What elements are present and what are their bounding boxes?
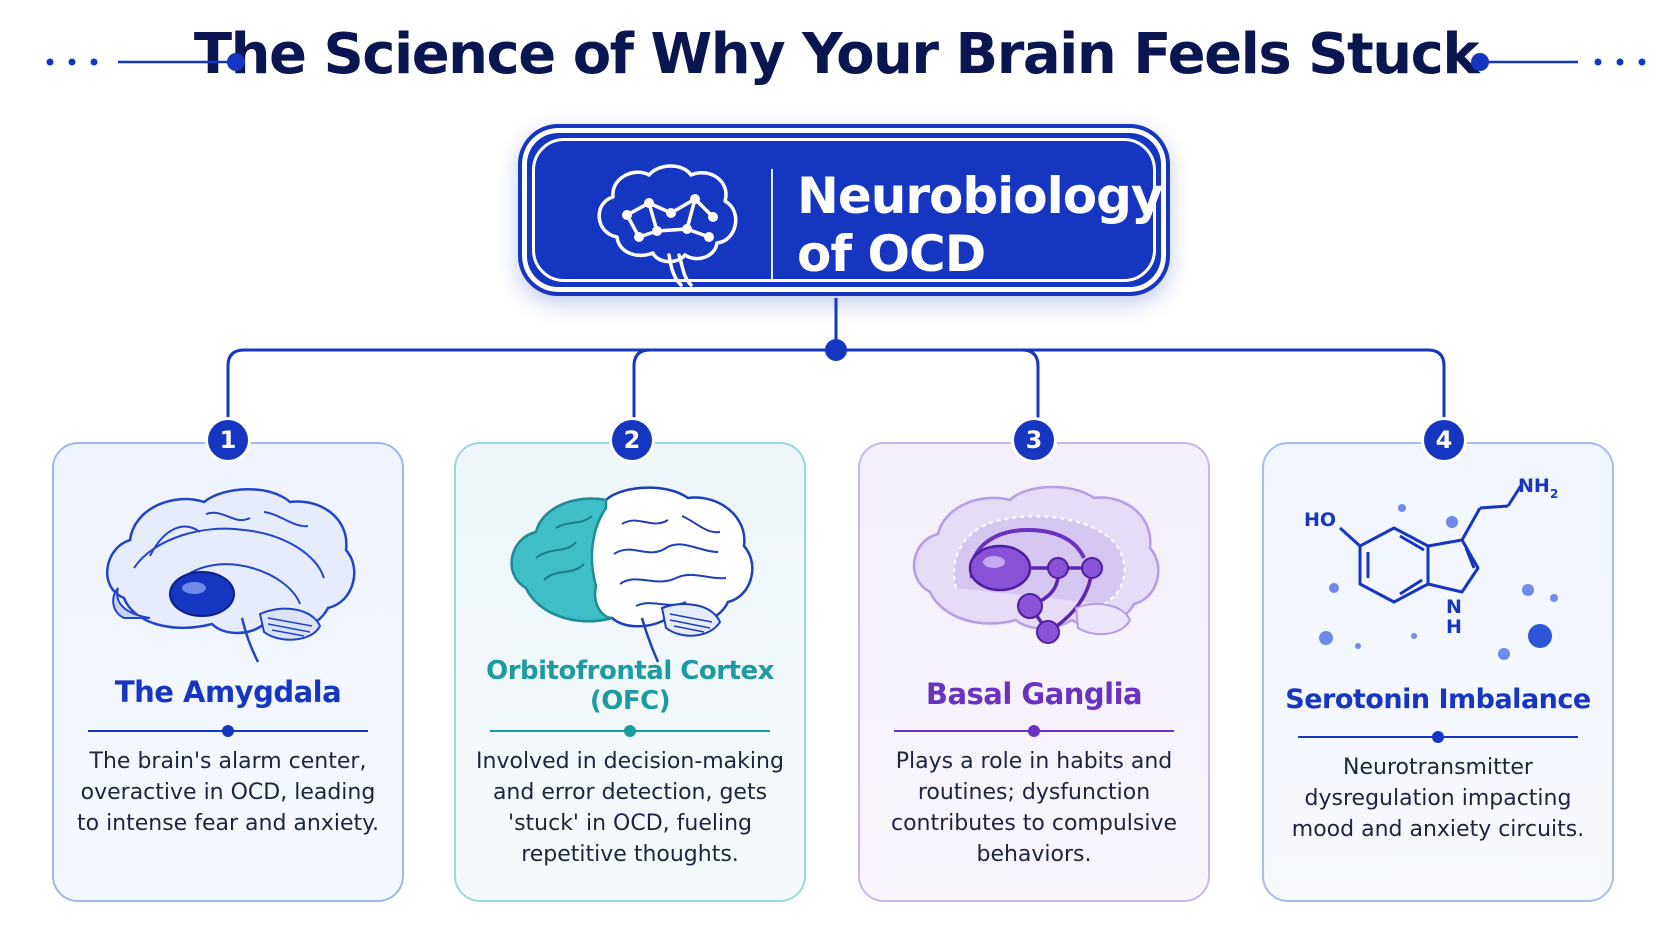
molecule-label-h: H bbox=[1446, 616, 1462, 638]
card-description: Plays a role in habits and routines; dys… bbox=[874, 746, 1194, 870]
hub-inner-frame: Neurobiology of OCD bbox=[532, 138, 1164, 287]
separator-dot bbox=[1028, 725, 1040, 737]
card-ofc: Orbitofrontal Cortex (OFC) Involved in d… bbox=[454, 442, 806, 902]
card-number-badge: 4 bbox=[1424, 420, 1464, 460]
hub-title-line-1: Neurobiology bbox=[797, 167, 1164, 225]
molecule-label-nh2-subscript: 2 bbox=[1550, 487, 1558, 501]
description-line: Involved in decision-making bbox=[476, 749, 784, 774]
card-amygdala: The Amygdala The brain's alarm center, o… bbox=[52, 442, 404, 902]
description-line: contributes to compulsive bbox=[890, 811, 1178, 836]
description-line: to intense fear and anxiety. bbox=[76, 811, 379, 836]
description-line: Neurotransmitter bbox=[1343, 755, 1533, 780]
brain-basal-ganglia-icon bbox=[912, 485, 1160, 644]
separator-dot bbox=[1432, 731, 1444, 743]
serotonin-molecule-icon: HO NH 2 N H bbox=[1304, 475, 1558, 660]
card-description: Involved in decision-making and error de… bbox=[470, 746, 790, 870]
card-separator bbox=[490, 725, 770, 737]
card-title-line-1: Orbitofrontal Cortex bbox=[486, 656, 774, 686]
card-title: Orbitofrontal Cortex (OFC) bbox=[466, 656, 794, 716]
description-line: Plays a role in habits and bbox=[895, 749, 1173, 774]
hub-title-line-2: of OCD bbox=[797, 225, 986, 283]
molecule-label-ho: HO bbox=[1304, 509, 1336, 531]
description-line: behaviors. bbox=[976, 842, 1092, 867]
title-decoration bbox=[46, 53, 1646, 71]
molecule-label-n: N bbox=[1446, 596, 1462, 618]
description-line: routines; dysfunction bbox=[917, 780, 1151, 805]
brain-ofc-icon bbox=[510, 486, 754, 663]
card-number-badge: 2 bbox=[612, 420, 652, 460]
separator-dot bbox=[624, 725, 636, 737]
description-line: overactive in OCD, leading bbox=[80, 780, 376, 805]
card-title: Serotonin Imbalance bbox=[1285, 684, 1591, 715]
description-line: repetitive thoughts. bbox=[521, 842, 739, 867]
hub-divider bbox=[771, 169, 773, 279]
card-title: The Amygdala bbox=[114, 675, 342, 709]
card-number-badge: 3 bbox=[1014, 420, 1054, 460]
separator-dot bbox=[222, 725, 234, 737]
card-separator bbox=[1298, 731, 1578, 743]
hub-title: Neurobiology of OCD bbox=[797, 167, 1164, 283]
description-line: dysregulation impacting bbox=[1304, 786, 1572, 811]
description-line: and error detection, gets bbox=[492, 780, 768, 805]
card-basal-ganglia: Basal Ganglia Plays a role in habits and… bbox=[858, 442, 1210, 902]
card-description: Neurotransmitter dysregulation impacting… bbox=[1278, 752, 1598, 845]
card-serotonin: HO NH 2 N H Serotonin Imbalance Neurotra… bbox=[1262, 442, 1614, 902]
page-title: The Science of Why Your Brain Feels Stuc… bbox=[193, 22, 1480, 87]
molecule-label-nh2: NH bbox=[1518, 475, 1550, 497]
description-line: The brain's alarm center, bbox=[89, 749, 367, 774]
description-line: mood and anxiety circuits. bbox=[1291, 817, 1585, 842]
card-number-badge: 1 bbox=[208, 420, 248, 460]
card-separator bbox=[88, 725, 368, 737]
brain-network-icon bbox=[597, 164, 738, 287]
card-title: Basal Ganglia bbox=[925, 677, 1143, 711]
hub-box: Neurobiology of OCD bbox=[518, 124, 1170, 296]
card-separator bbox=[894, 725, 1174, 737]
description-line: 'stuck' in OCD, fueling bbox=[508, 811, 752, 836]
card-description: The brain's alarm center, overactive in … bbox=[68, 746, 388, 839]
brain-amygdala-icon bbox=[106, 488, 356, 663]
card-title-line-2: (OFC) bbox=[589, 686, 671, 716]
